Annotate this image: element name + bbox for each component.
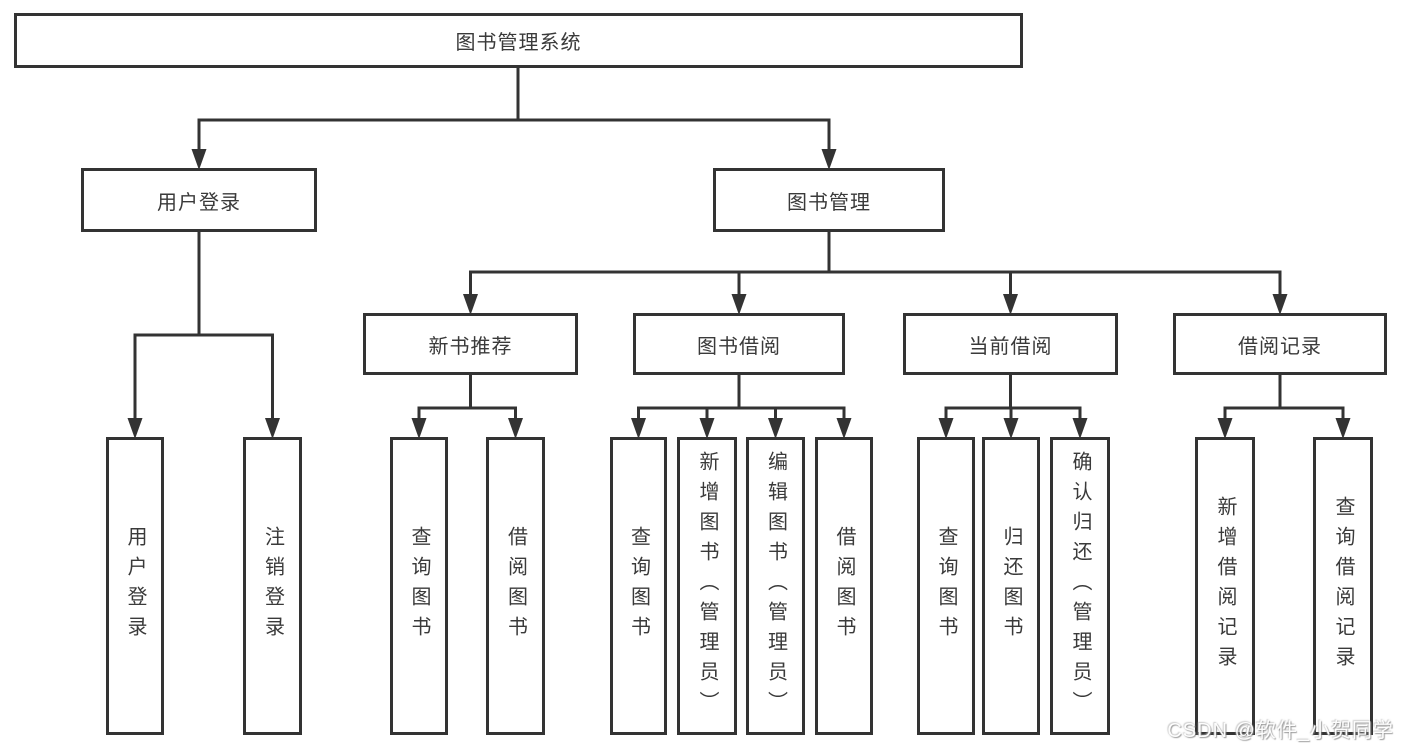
leaf-query-books-recommend: 查询图书 — [390, 437, 448, 735]
leaf-borrow-books-recommend-label: 借阅图书 — [504, 526, 527, 646]
leaf-return-books: 归还图书 — [982, 437, 1040, 735]
leaf-edit-books-admin: 编辑图书（管理员） — [746, 437, 805, 735]
node-book-management-label: 图书管理 — [787, 191, 871, 214]
node-new-book-recommend-label: 新书推荐 — [428, 335, 513, 358]
leaf-confirm-return-admin: 确认归还（管理员） — [1050, 437, 1110, 735]
node-book-borrowing: 图书借阅 — [633, 313, 845, 375]
leaf-return-books-label: 归还图书 — [1000, 526, 1022, 646]
node-borrowing-records: 借阅记录 — [1173, 313, 1387, 375]
leaf-query-books-borrowing: 查询图书 — [610, 437, 667, 735]
leaf-borrow-books: 借阅图书 — [815, 437, 873, 735]
node-user-login-label: 用户登录 — [157, 191, 241, 214]
node-current-borrowing-label: 当前借阅 — [968, 335, 1053, 358]
leaf-logout: 注销登录 — [243, 437, 302, 735]
node-root: 图书管理系统 — [14, 13, 1023, 68]
node-book-management: 图书管理 — [713, 168, 945, 232]
node-current-borrowing: 当前借阅 — [903, 313, 1118, 375]
node-root-label: 图书管理系统 — [455, 32, 582, 54]
leaf-query-borrow-record-label: 查询借阅记录 — [1332, 496, 1354, 676]
leaf-confirm-return-admin-label: 确认归还（管理员） — [1069, 451, 1091, 721]
leaf-logout-label: 注销登录 — [261, 526, 284, 646]
leaf-add-borrow-record: 新增借阅记录 — [1195, 437, 1255, 735]
leaf-query-borrow-record: 查询借阅记录 — [1313, 437, 1373, 735]
leaf-add-books-admin-label: 新增图书（管理员） — [696, 451, 718, 721]
csdn-watermark: CSDN @软件_小贺同学 — [1167, 720, 1394, 742]
leaf-user-login-label: 用户登录 — [124, 526, 146, 646]
leaf-borrow-books-label: 借阅图书 — [833, 526, 855, 646]
node-borrowing-records-label: 借阅记录 — [1238, 335, 1322, 358]
leaf-user-login: 用户登录 — [106, 437, 164, 735]
node-user-login: 用户登录 — [81, 168, 317, 232]
leaf-add-borrow-record-label: 新增借阅记录 — [1214, 496, 1236, 676]
leaf-borrow-books-recommend: 借阅图书 — [486, 437, 545, 735]
node-new-book-recommend: 新书推荐 — [363, 313, 578, 375]
leaf-query-books-recommend-label: 查询图书 — [408, 526, 430, 646]
leaf-query-books-borrowing-label: 查询图书 — [627, 526, 650, 646]
node-book-borrowing-label: 图书借阅 — [697, 335, 781, 358]
leaf-add-books-admin: 新增图书（管理员） — [677, 437, 737, 735]
leaf-query-books-current-label: 查询图书 — [935, 526, 957, 646]
leaf-query-books-current: 查询图书 — [917, 437, 975, 735]
leaf-edit-books-admin-label: 编辑图书（管理员） — [764, 451, 787, 721]
